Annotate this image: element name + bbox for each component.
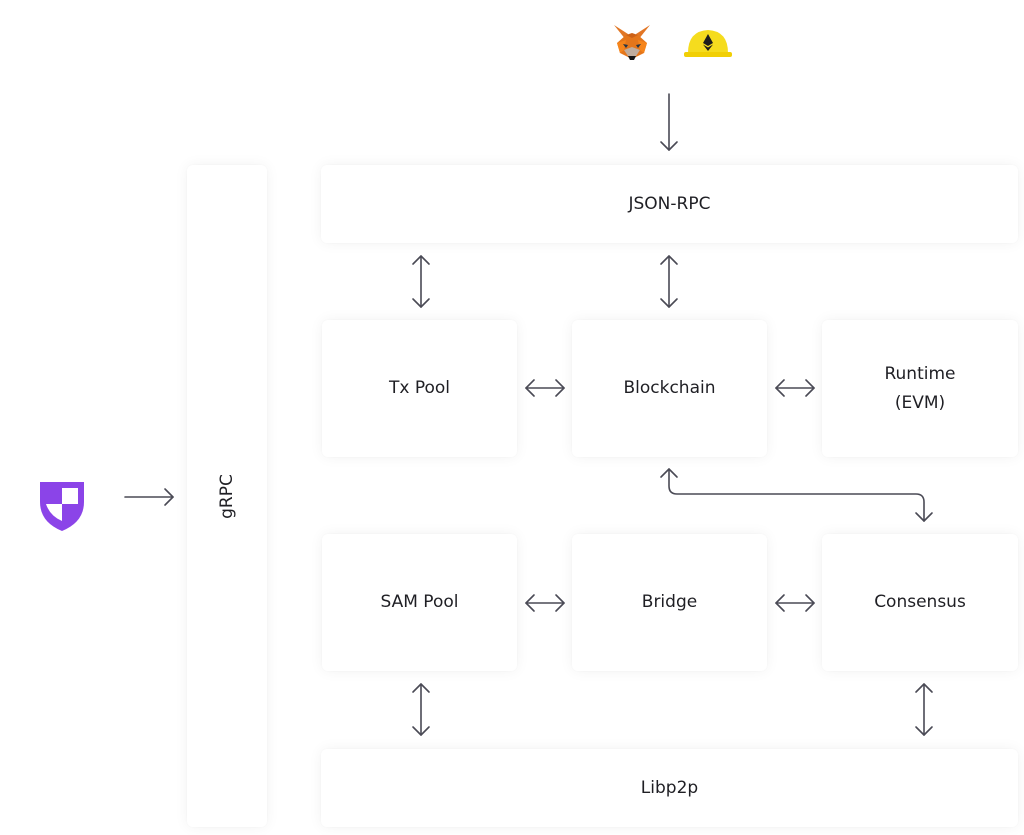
grpc-label: gRPC [216, 473, 237, 519]
hardhat-tile [672, 8, 744, 78]
arrow-txpool-blockchain [525, 379, 565, 397]
json-rpc-label: JSON-RPC [628, 193, 711, 214]
metamask-fox-icon [614, 25, 650, 60]
blockchain-label: Blockchain [623, 378, 716, 398]
hardhat-ethereum-icon [684, 30, 732, 57]
arrow-bridge-consensus [775, 594, 815, 612]
bridge-node: Bridge [572, 534, 767, 671]
shield-tile [6, 458, 118, 554]
arrow-jsonrpc-txpool [412, 255, 430, 308]
sam-pool-label: SAM Pool [380, 592, 459, 612]
tx-pool-label: Tx Pool [388, 378, 451, 398]
runtime-node: Runtime (EVM) [822, 320, 1018, 457]
arrow-shield-to-grpc [124, 488, 174, 506]
arrow-sampool-bridge [525, 594, 565, 612]
arrow-consensus-libp2p [915, 683, 933, 736]
bridge-label: Bridge [641, 592, 698, 612]
arrow-jsonrpc-blockchain [660, 255, 678, 308]
arrow-sampool-libp2p [412, 683, 430, 736]
arrow-blockchain-consensus [660, 468, 933, 522]
consensus-label: Consensus [874, 592, 966, 612]
runtime-subtitle: (EVM) [894, 392, 946, 413]
blockchain-node: Blockchain [572, 320, 767, 457]
sam-pool-node: SAM Pool [322, 534, 517, 671]
arrow-clients-to-jsonrpc [660, 93, 678, 151]
libp2p-node: Libp2p [321, 749, 1018, 827]
libp2p-label: Libp2p [640, 777, 699, 798]
shield-icon [40, 482, 84, 531]
arrow-blockchain-runtime [775, 379, 815, 397]
metamask-tile [596, 8, 668, 78]
runtime-label: Runtime [884, 363, 956, 384]
tx-pool-node: Tx Pool [322, 320, 517, 457]
consensus-node: Consensus [822, 534, 1018, 671]
json-rpc-node: JSON-RPC [321, 165, 1018, 243]
grpc-node: gRPC [187, 165, 267, 827]
